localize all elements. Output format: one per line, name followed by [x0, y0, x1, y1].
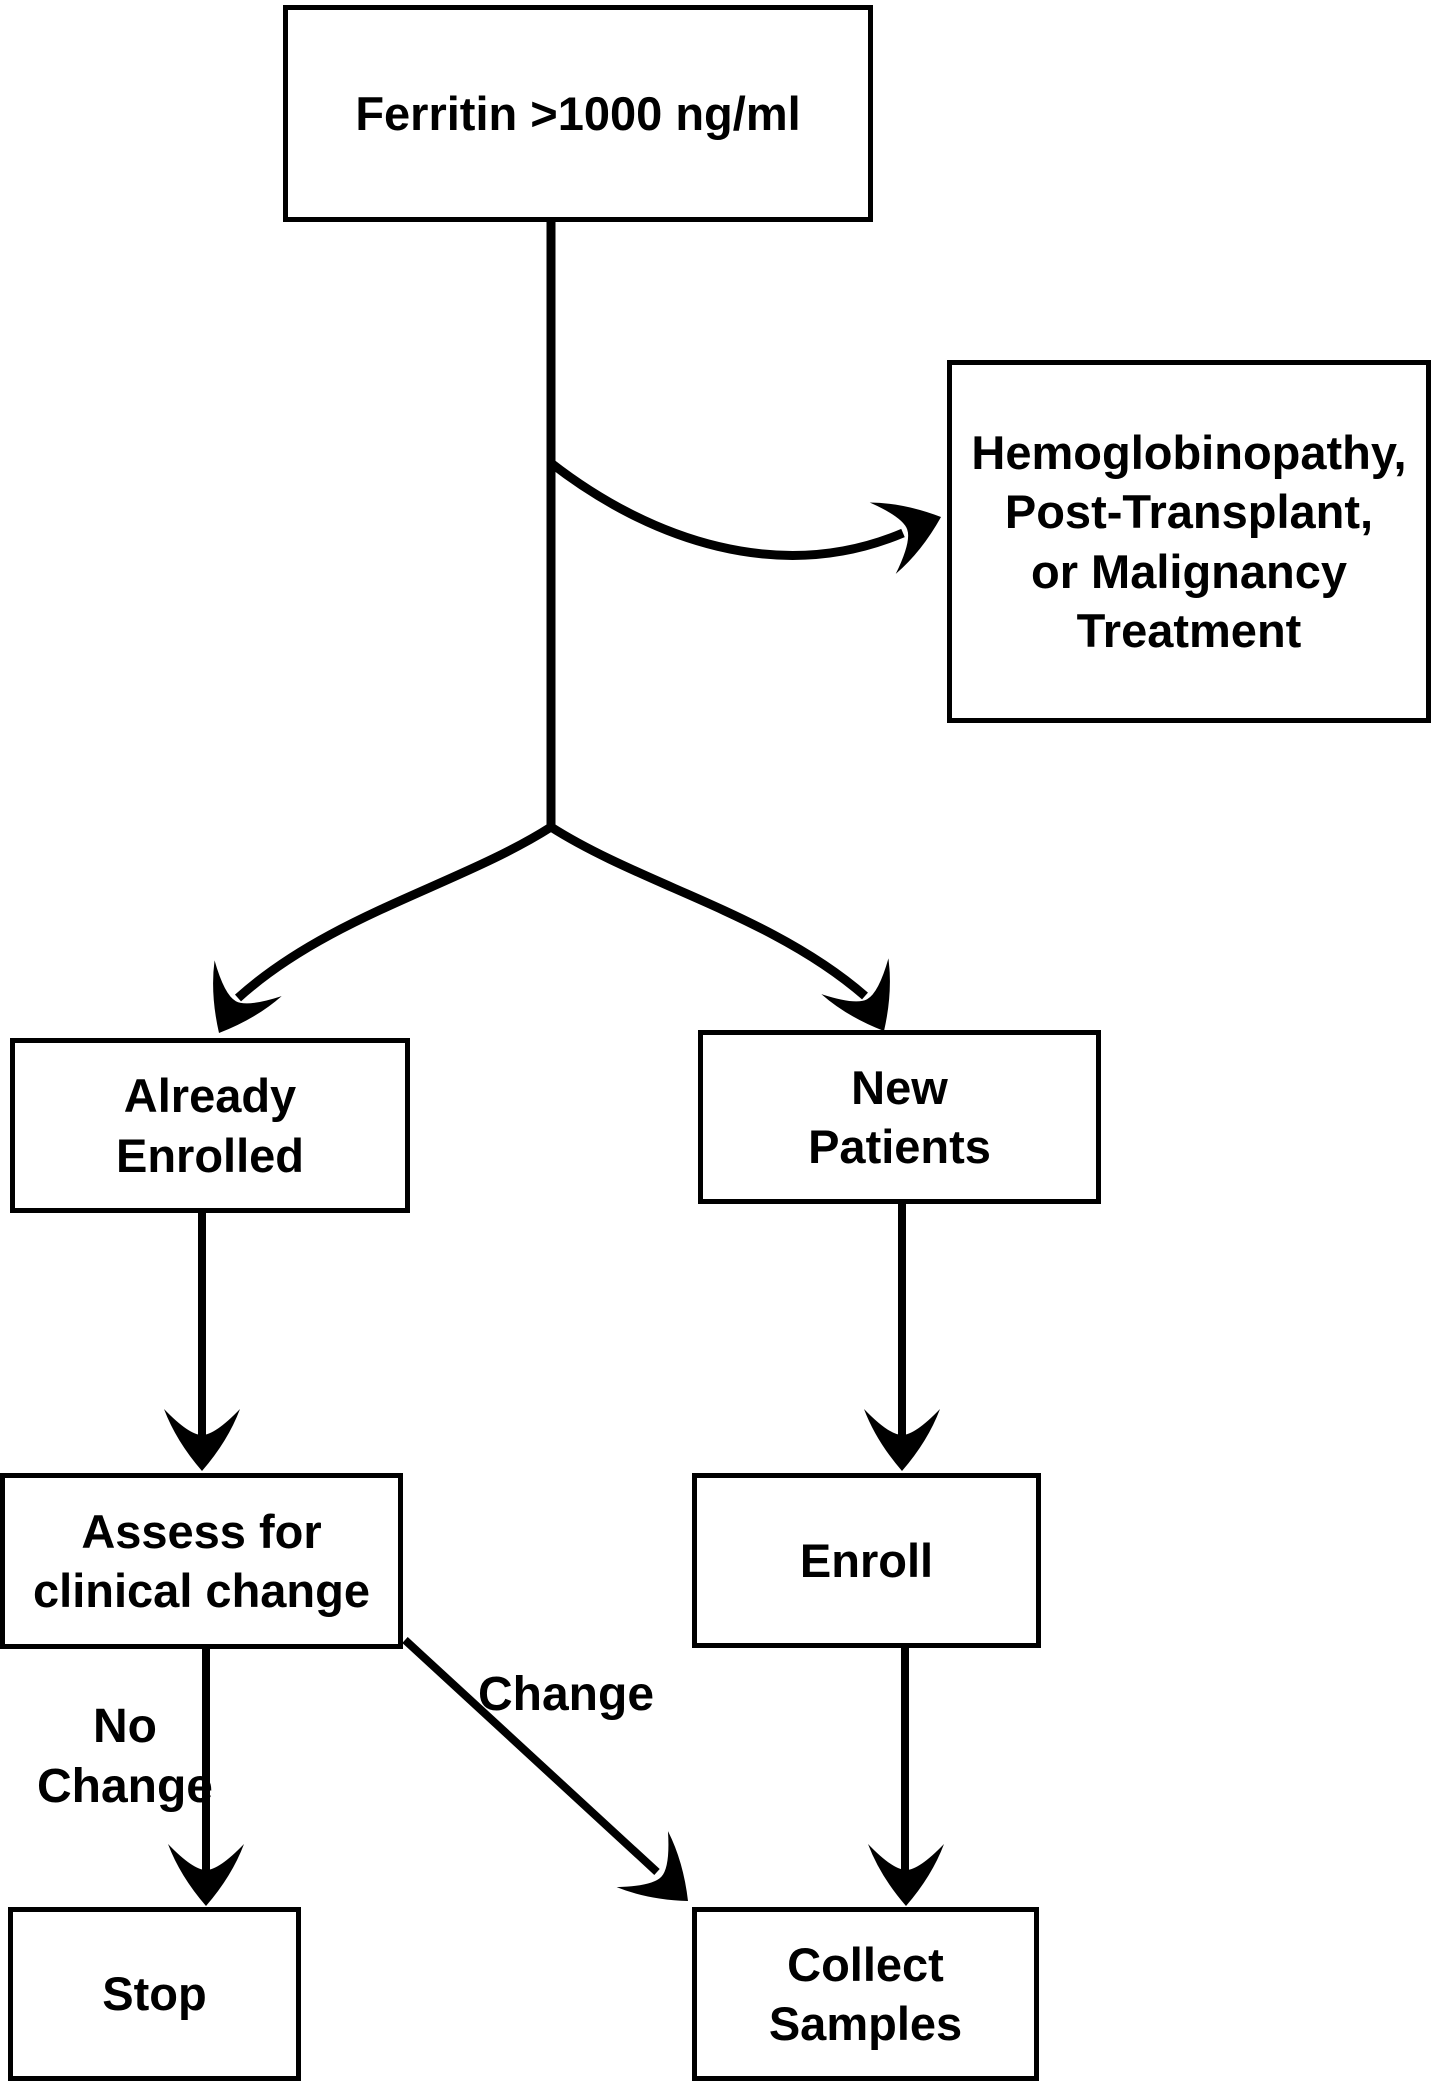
- node-ferritin: Ferritin >1000 ng/ml: [283, 5, 873, 222]
- node-exclusion-criteria: Hemoglobinopathy, Post-Transplant, or Ma…: [947, 360, 1431, 723]
- node-new-patients: New Patients: [698, 1030, 1101, 1204]
- edge-label-no-change: No Change: [36, 1700, 213, 1814]
- node-new-patients-label: New Patients: [808, 1060, 991, 1173]
- edge-split-right: [548, 823, 868, 1000]
- node-assess-clinical-change: Assess for clinical change: [0, 1473, 403, 1649]
- node-exclusion-label: Hemoglobinopathy, Post-Transplant, or Ma…: [971, 426, 1407, 657]
- node-collect-samples-label: Collect Samples: [768, 1937, 963, 2050]
- node-enroll-label: Enroll: [799, 1533, 934, 1587]
- node-assess-label: Assess for clinical change: [33, 1504, 370, 1617]
- arrowhead-to-collect-from-assess-icon: [616, 1831, 688, 1901]
- node-stop: Stop: [8, 1907, 301, 2081]
- arrowhead-to-already-enrolled-icon: [213, 960, 282, 1033]
- node-already-enrolled: Already Enrolled: [10, 1038, 410, 1213]
- node-stop-label: Stop: [102, 1967, 207, 2021]
- arrowhead-to-new-patients-icon: [821, 958, 890, 1031]
- arrowhead-to-enroll-icon: [864, 1409, 940, 1471]
- node-ferritin-label: Ferritin >1000 ng/ml: [355, 86, 801, 140]
- arrowhead-to-stop-icon: [168, 1844, 244, 1906]
- node-already-enrolled-label: Already Enrolled: [115, 1069, 305, 1182]
- arrowhead-to-assess-icon: [164, 1409, 240, 1471]
- arrowhead-to-collect-from-enroll-icon: [868, 1844, 944, 1906]
- node-enroll: Enroll: [692, 1473, 1041, 1648]
- arrowhead-to-exclusion-icon: [869, 502, 941, 574]
- edge-assess-to-collect: [402, 1637, 660, 1875]
- edge-label-change: Change: [478, 1668, 655, 1721]
- node-collect-samples: Collect Samples: [692, 1907, 1039, 2081]
- edge-ferritin-to-exclusion: [548, 459, 905, 560]
- edge-split-left: [234, 823, 554, 1002]
